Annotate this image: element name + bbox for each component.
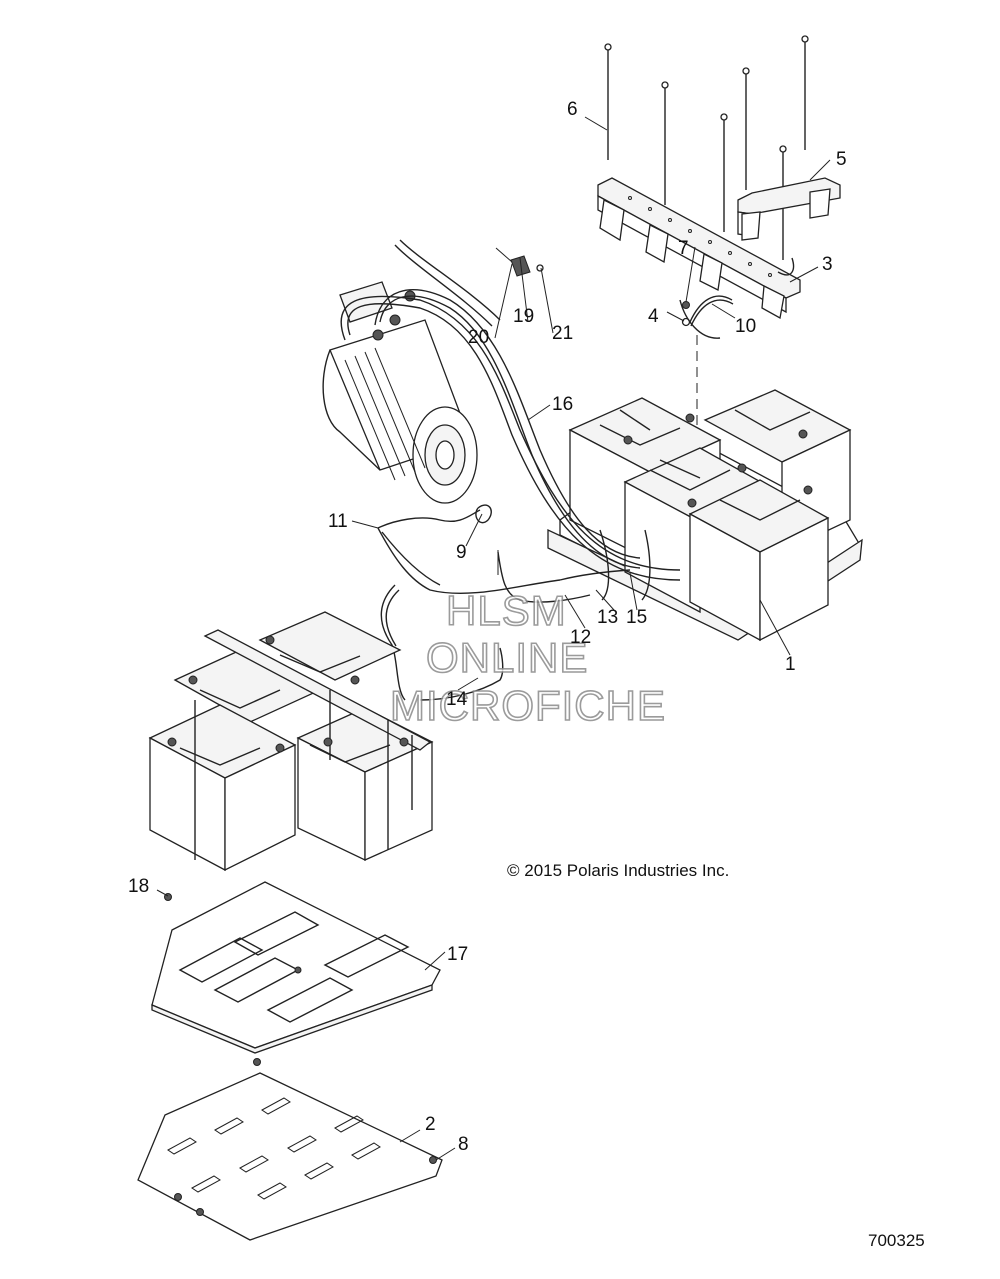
rear-battery-pack [148,611,434,872]
figure-number: 700325 [868,1231,925,1250]
callout-4: 4 [648,306,659,327]
callout-18: 18 [128,876,149,897]
callout-16: 16 [552,394,573,415]
callout-17: 17 [447,944,468,965]
callout-10: 10 [735,316,756,337]
callout-15: 15 [626,607,647,628]
skid-plate [137,1058,443,1241]
callout-13: 13 [597,607,618,628]
fuse-holder [495,247,544,277]
watermark-line-3: MICROFICHE [390,682,666,729]
watermark: HLSM ONLINE MICROFICHE [389,586,666,730]
watermark-line-2: ONLINE [426,634,588,681]
harness-cables [377,504,631,701]
callout-2: 2 [425,1114,436,1135]
callout-11: 11 [328,511,348,532]
callout-7: 7 [678,238,689,259]
battery-tray [151,881,441,1054]
jumper-cables [679,257,795,440]
hold-down-bracket-short [737,177,841,241]
callout-6: 6 [567,99,578,120]
callout-labels: 1 2 3 4 5 6 7 8 9 10 11 12 13 14 15 16 1… [128,99,847,1155]
callout-20: 20 [468,327,489,348]
callout-8: 8 [458,1134,469,1155]
callout-3: 3 [822,254,833,275]
callout-1: 1 [785,654,796,675]
front-battery-pack [547,389,863,642]
watermark-line-1: HLSM [446,587,567,634]
copyright-text: © 2015 Polaris Industries Inc. [507,861,729,880]
callout-21: 21 [552,323,573,344]
hold-down-bracket-long [597,177,801,320]
callout-12: 12 [570,627,591,648]
leader-lines [156,116,831,1161]
callout-19: 19 [513,306,534,327]
callout-9: 9 [456,542,467,563]
motor-cables [340,239,681,601]
drive-motor [322,281,478,504]
callout-5: 5 [836,149,847,170]
callout-14: 14 [446,689,468,710]
